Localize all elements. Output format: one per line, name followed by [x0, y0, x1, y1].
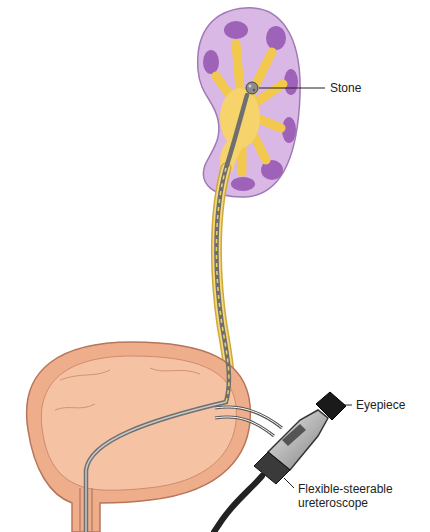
kidney-outline [198, 8, 300, 197]
scope-insertion-tube [214, 476, 262, 532]
irrigation-tube [215, 417, 274, 436]
leader-lines [259, 88, 352, 488]
part-label: Flexible-steerable ureteroscope [298, 482, 393, 510]
scope-markings [216, 168, 229, 402]
scope-highlight [86, 402, 226, 532]
calyces [216, 44, 283, 172]
deflection-lever [282, 424, 306, 446]
part-label: Stone [330, 81, 361, 95]
label-holder: Stone [330, 81, 420, 95]
leader-line [259, 88, 325, 89]
label-holder: Flexible-steerable ureteroscope [298, 482, 423, 510]
eyepiece [316, 392, 346, 420]
bladder [27, 342, 251, 532]
bladder-lumen [41, 356, 236, 490]
renal-pyramids [203, 21, 298, 191]
leader-line [284, 478, 294, 488]
bladder-folds [55, 368, 200, 410]
label-holder: Eyepiece [356, 398, 426, 412]
scope-shaft [86, 95, 247, 532]
kidney-stone [246, 82, 258, 94]
part-label: Eyepiece [356, 398, 405, 412]
bladder-wall [27, 342, 251, 532]
ureteroscope-device [214, 392, 346, 532]
kidney [198, 8, 300, 197]
leader-line [344, 405, 352, 406]
